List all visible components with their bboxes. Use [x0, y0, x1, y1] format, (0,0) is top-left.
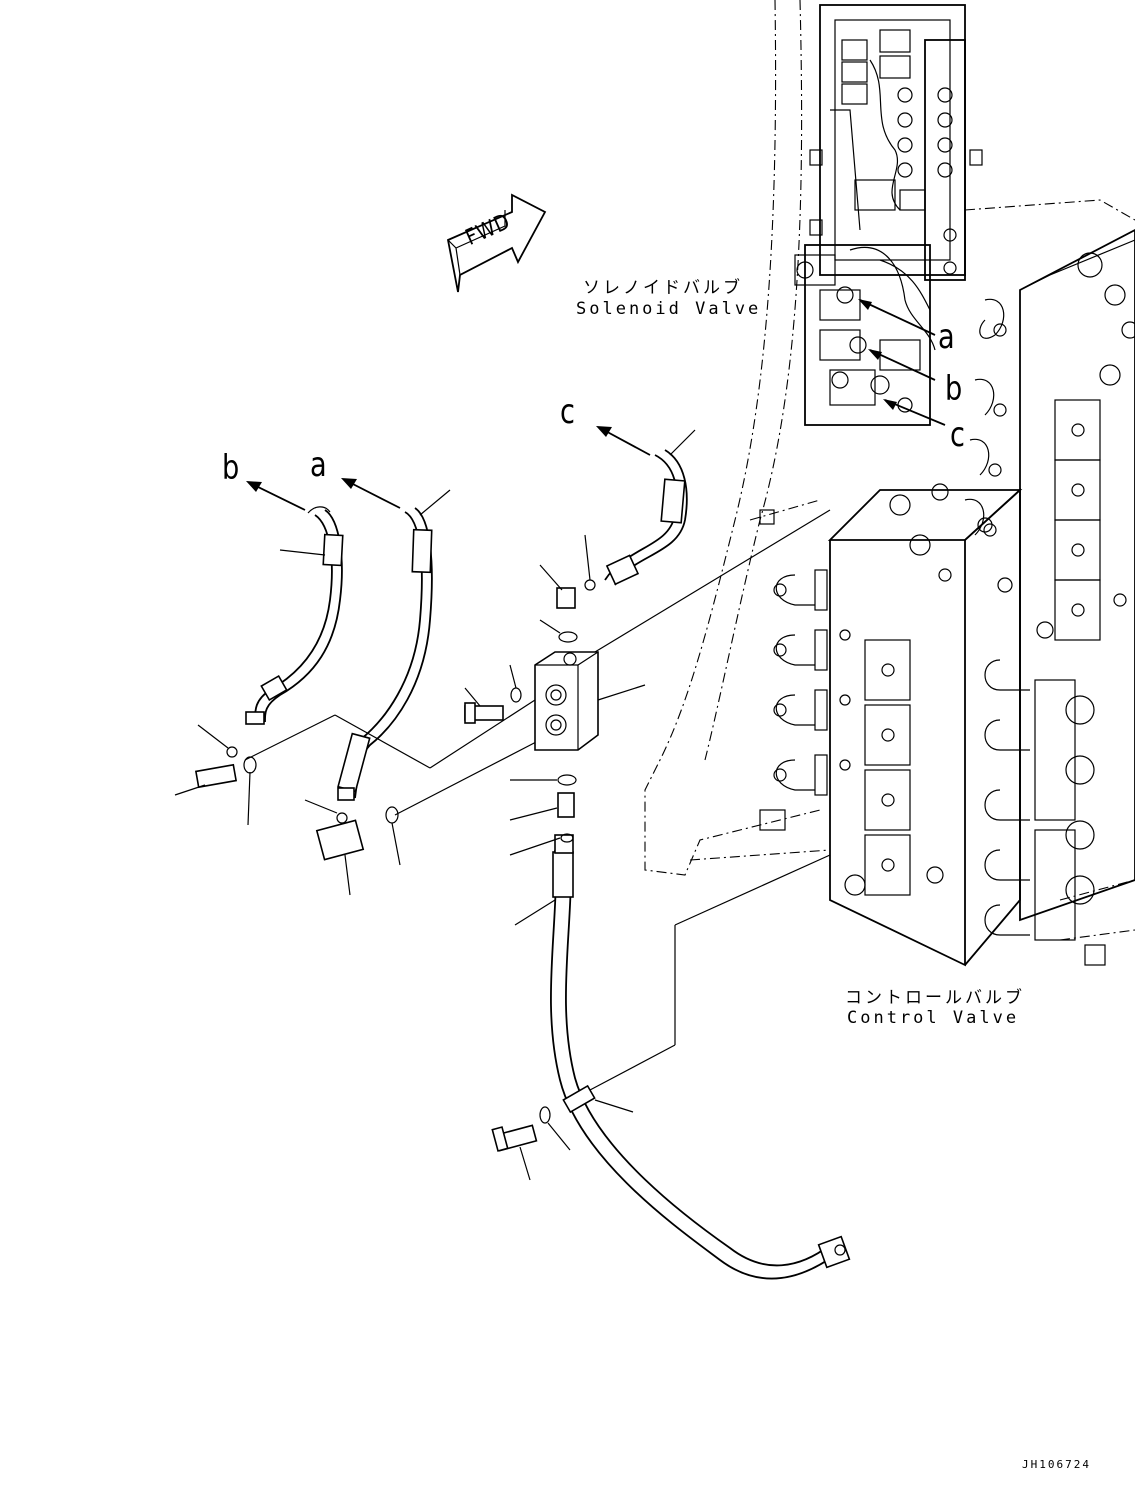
hose-a-letter: a — [310, 445, 327, 485]
hose-long — [550, 834, 851, 1280]
control-valve-label-en: Control Valve — [847, 1008, 1020, 1028]
solenoid-valve-label-jp: ソレノイドバルブ — [583, 278, 743, 298]
callout-lines — [174, 429, 696, 1181]
control-valve-label-jp: コントロールバルブ — [845, 988, 1025, 1008]
valve-port-a-letter: a — [938, 317, 955, 357]
fwd-arrow-icon — [446, 193, 547, 293]
hose-c-letter: c — [560, 392, 575, 432]
fittings — [194, 587, 578, 1152]
hose-c — [584, 449, 688, 591]
solenoid-valve-assembly — [794, 4, 983, 426]
frame-outline — [644, 0, 1135, 941]
solenoid-valve-label-en: Solenoid Valve — [576, 299, 762, 319]
drawing-code: JH106724 — [1022, 1458, 1091, 1471]
control-valve-body — [759, 483, 1106, 967]
valve-port-b-letter: b — [945, 369, 963, 409]
hose-b — [226, 506, 344, 758]
valve-port-c-letter: c — [950, 415, 965, 455]
leader-lines — [244, 509, 831, 1091]
hose-a — [337, 507, 433, 801]
hose-b-letter: b — [222, 448, 240, 488]
valve-block — [534, 651, 599, 751]
